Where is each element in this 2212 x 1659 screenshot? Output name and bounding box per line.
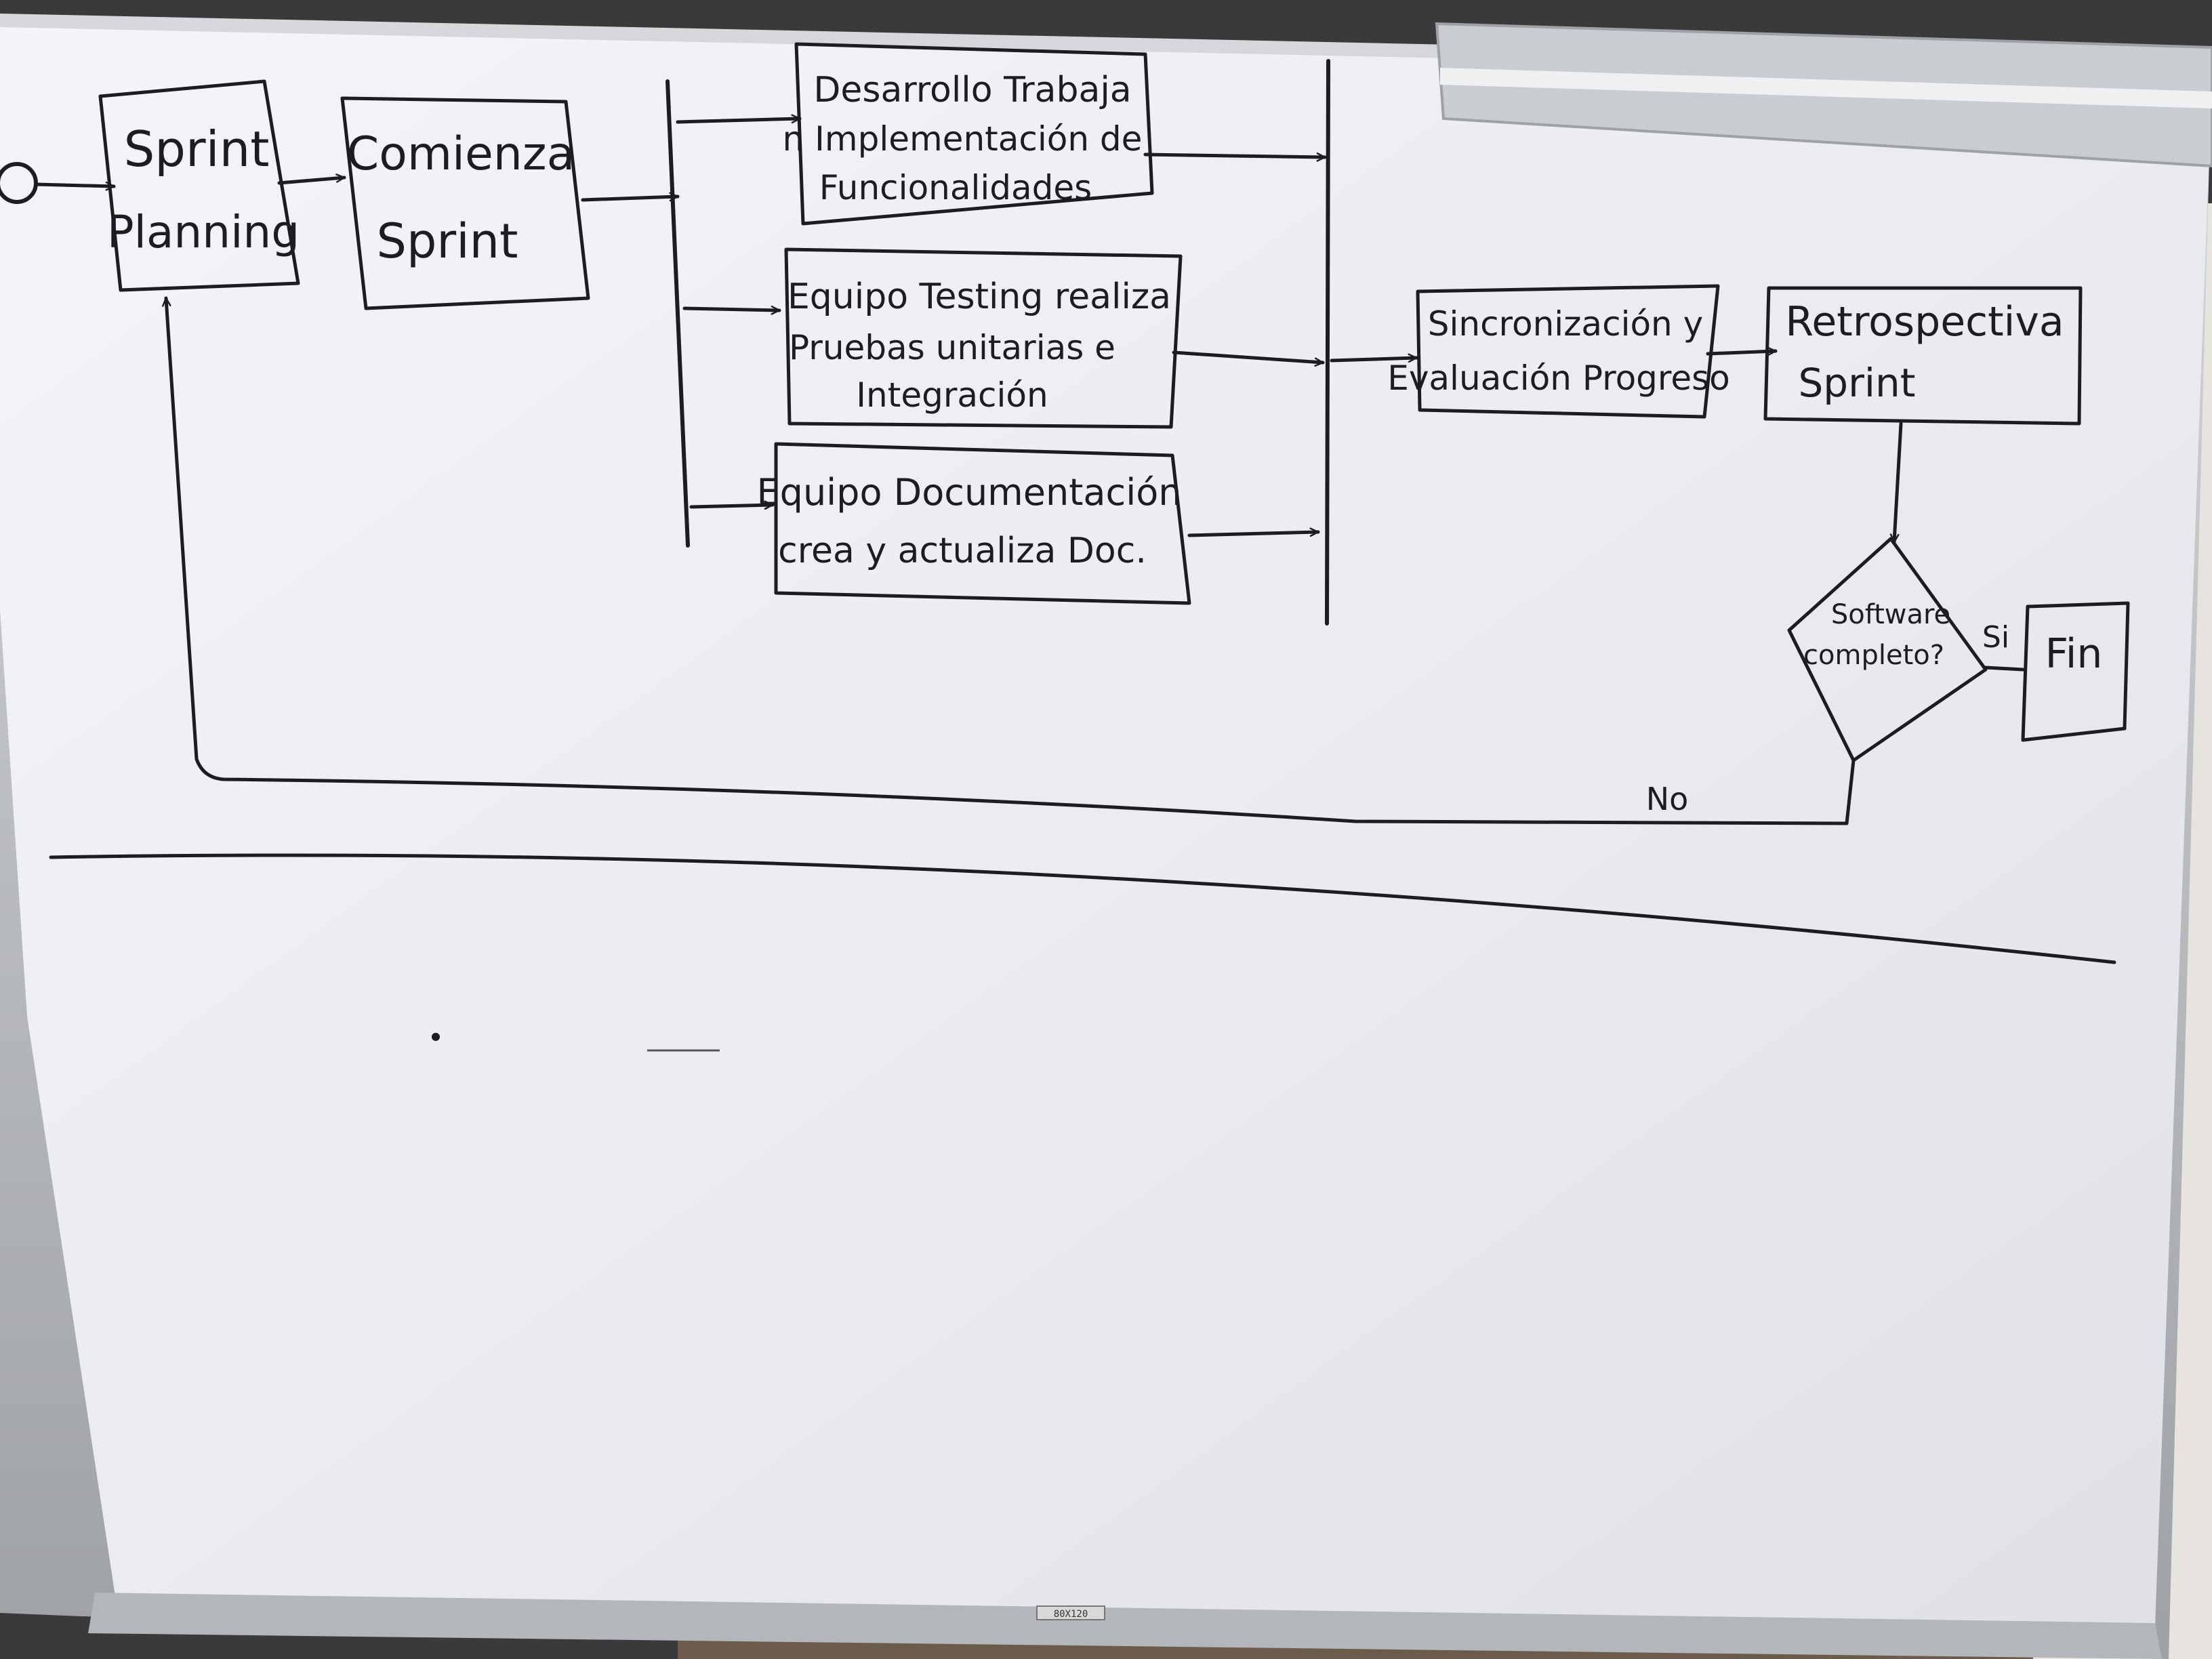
sincronizacion-line-2: Evaluación Progreso <box>1387 359 1730 398</box>
node-decision: Software completo? <box>1787 537 1988 762</box>
board-size-label: 80X120 <box>1054 1609 1088 1620</box>
arrow-comienza-to-fork <box>581 192 680 202</box>
node-comienza-sprint: Comienza Sprint <box>340 96 590 310</box>
stray-marker-dot <box>432 1033 440 1041</box>
whiteboard-surface <box>0 27 2212 1626</box>
edge-label-no: No <box>1646 781 1689 817</box>
documentacion-line-2: crea y actualiza Doc. <box>778 531 1147 571</box>
arrow-documentacion-to-join <box>1187 527 1320 537</box>
decision-line-2: completo? <box>1803 640 1944 671</box>
node-fin: Fin <box>2021 601 2130 742</box>
board-bottom-rail <box>88 1593 2162 1659</box>
sprint-planning-line-2: Planning <box>107 206 300 258</box>
comienza-sprint-line-1: Comienza <box>347 127 575 181</box>
edge-label-yes: Si <box>1982 620 2009 655</box>
node-testing: Equipo Testing realiza Pruebas unitarias… <box>784 247 1183 429</box>
arrow-retrospectiva-to-decision <box>1889 422 1903 544</box>
retrospectiva-line-1: Retrospectiva <box>1785 298 2064 346</box>
sprint-planning-line-1: Sprint <box>124 121 270 178</box>
testing-line-1: Equipo Testing realiza <box>787 276 1171 317</box>
node-sprint-planning: Sprint Planning <box>98 79 300 292</box>
board-size-tag <box>1036 1605 1105 1620</box>
board-top-clip-highlight <box>1440 68 2212 108</box>
board-divider-line <box>49 853 2116 964</box>
desarrollo-line-2: n Implementación de <box>783 119 1143 159</box>
documentacion-line-1: Equipo Documentación <box>757 471 1182 514</box>
arrow-planning-to-comienza <box>277 173 346 185</box>
edge-yes-to-fin <box>1984 665 2025 672</box>
arrow-testing-to-join <box>1172 350 1325 367</box>
edge-no-loop-to-planning <box>161 296 1856 825</box>
fin-label: Fin <box>2045 630 2103 678</box>
desarrollo-line-1: Desarrollo Trabaja <box>813 70 1131 110</box>
desarrollo-line-3: Funcionalidades <box>819 168 1092 207</box>
node-desarrollo: Desarrollo Trabaja n Implementación de F… <box>783 42 1154 226</box>
arrow-join-to-sincronizacion <box>1330 353 1418 363</box>
node-documentacion: Equipo Documentación crea y actualiza Do… <box>757 442 1191 605</box>
sincronizacion-line-1: Sincronización y <box>1428 304 1703 344</box>
testing-line-3: Integración <box>856 375 1048 415</box>
join-bar <box>1325 59 1330 626</box>
arrow-desarrollo-to-join <box>1143 152 1327 162</box>
node-sincronizacion: Sincronización y Evaluación Progreso <box>1387 284 1730 419</box>
comienza-sprint-line-2: Sprint <box>377 213 518 269</box>
fork-bar <box>665 79 690 548</box>
testing-line-2: Pruebas unitarias e <box>789 328 1115 367</box>
node-retrospectiva: Retrospectiva Sprint <box>1763 286 2083 426</box>
arrow-fork-to-testing <box>682 305 781 315</box>
arrow-sincronizacion-to-retrospectiva <box>1706 346 1778 356</box>
retrospectiva-line-2: Sprint <box>1798 360 1915 406</box>
arrow-start-to-planning <box>34 181 116 191</box>
decision-line-1: Software <box>1831 599 1950 630</box>
arrow-fork-to-desarrollo <box>676 114 802 124</box>
arrow-fork-to-documentacion <box>689 500 775 510</box>
